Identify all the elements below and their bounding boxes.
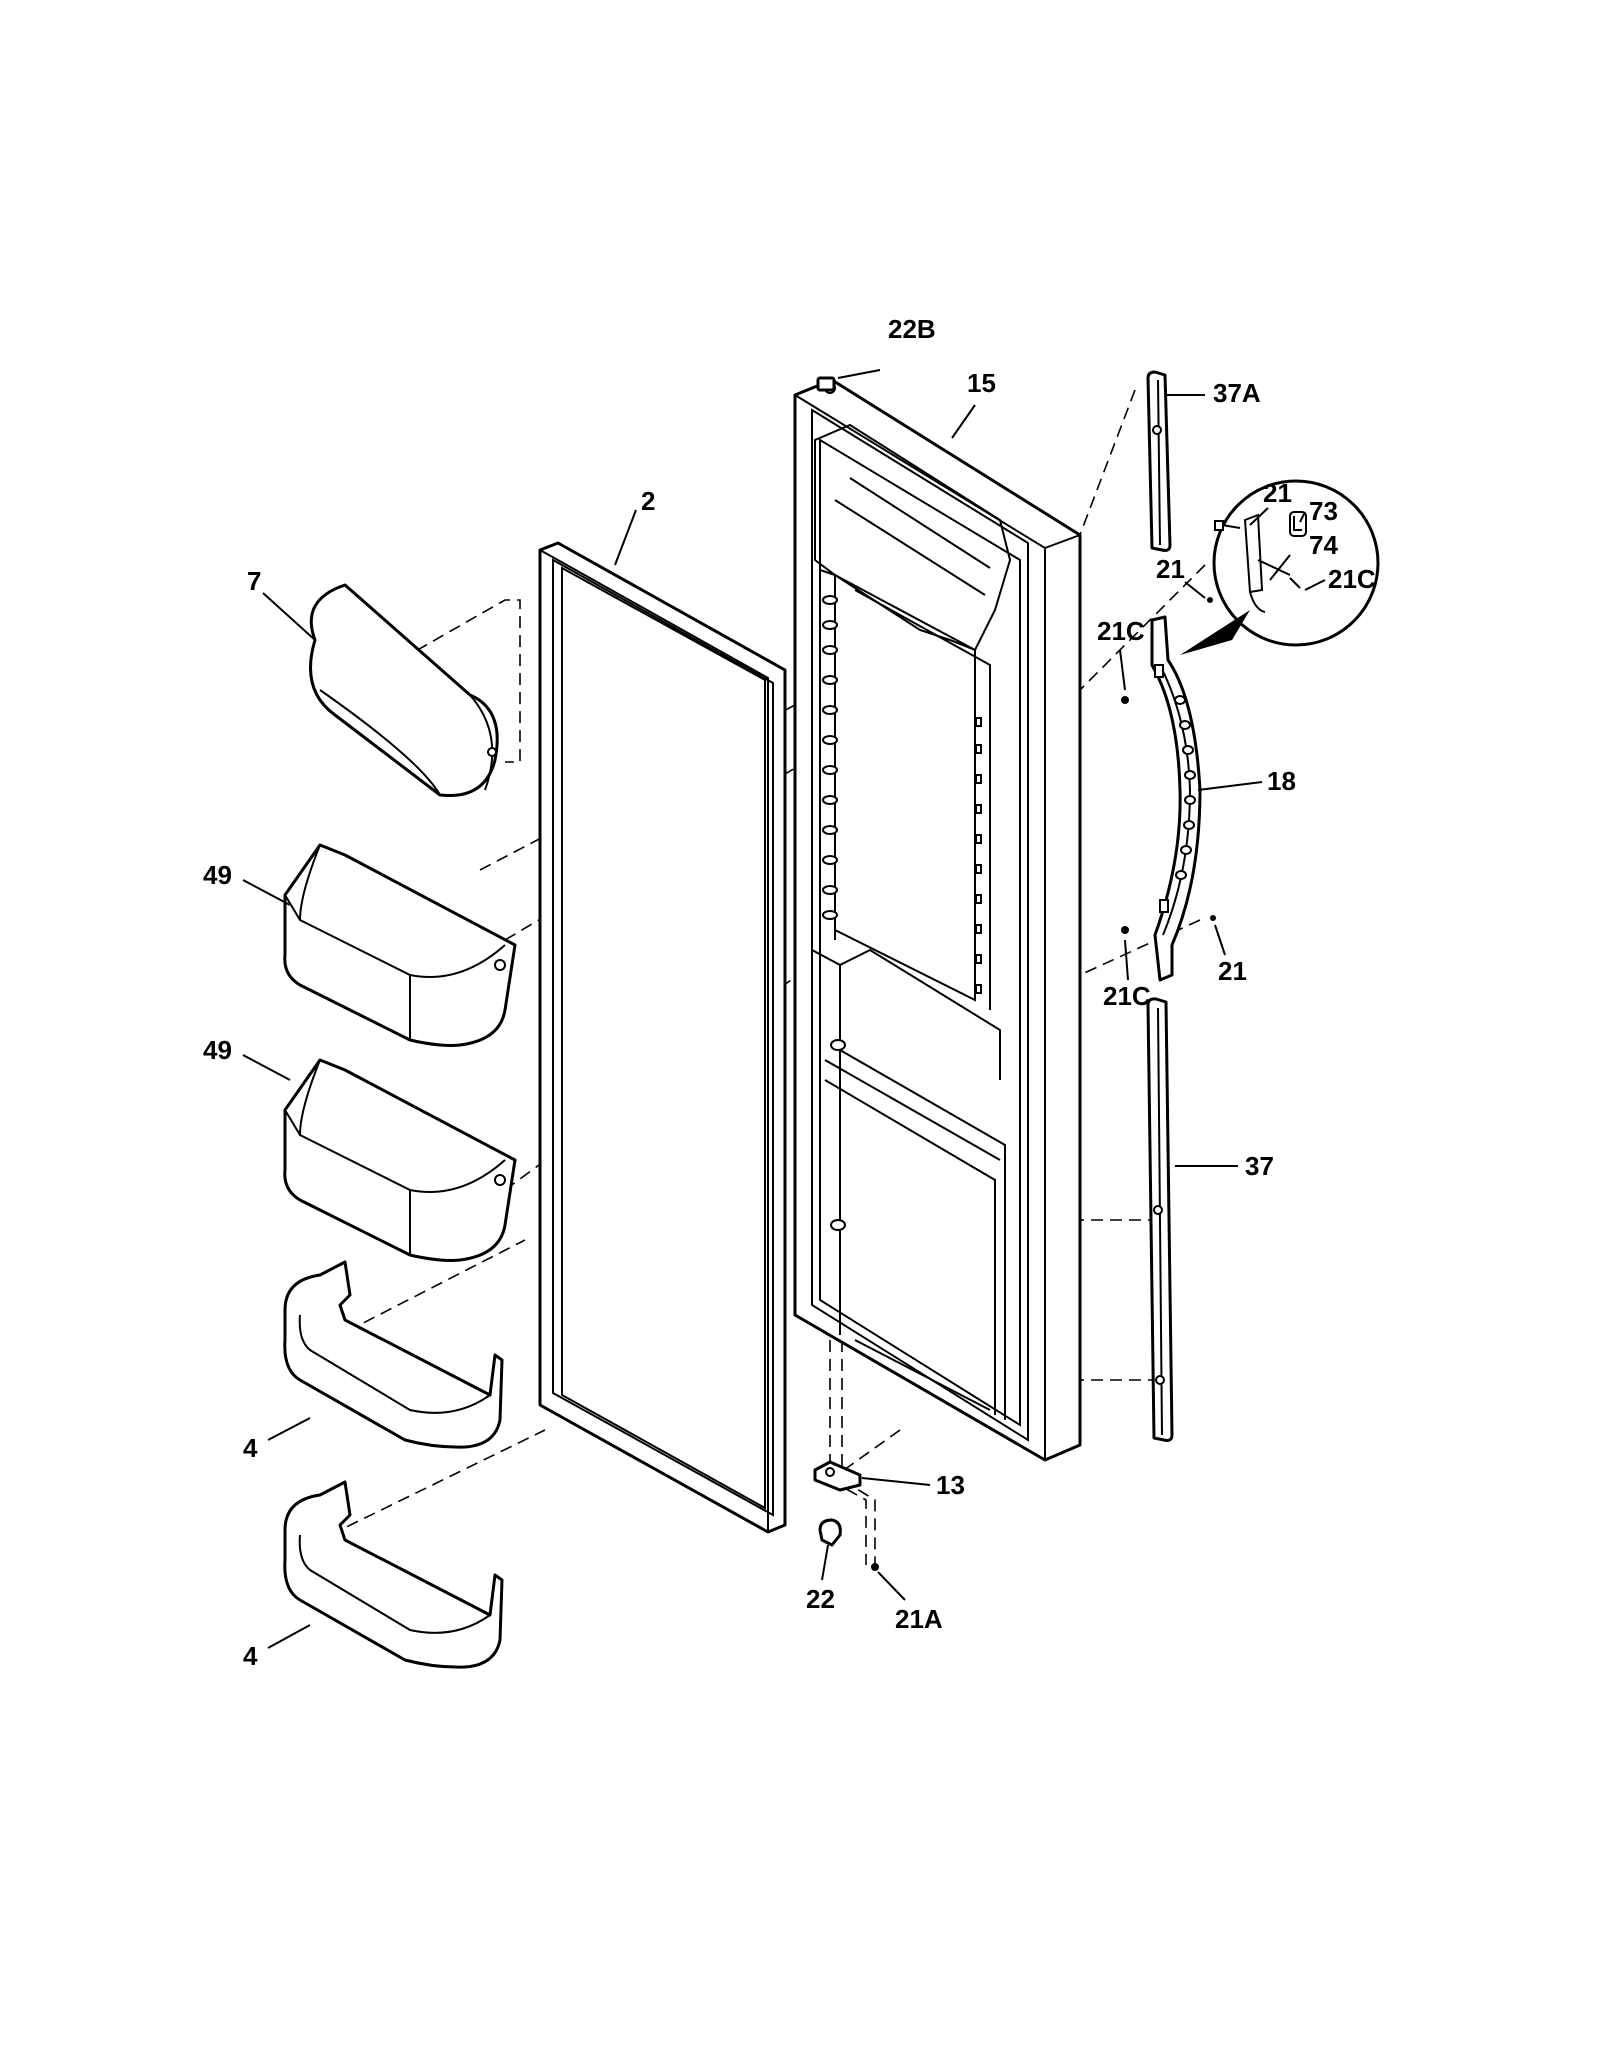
handle-trim-upper [1146, 370, 1172, 552]
screw-21c-upper [1121, 696, 1129, 704]
label-74: 74 [1309, 530, 1338, 560]
label-15: 15 [967, 368, 996, 398]
callout-labels: 22B 15 37A 2 7 21 73 74 21C 21 21C 18 49… [203, 314, 1376, 1671]
door-bin-lower [283, 1058, 517, 1262]
label-21a: 21A [895, 1604, 943, 1634]
label-13: 13 [936, 1470, 965, 1500]
shelf-dimples-left [822, 595, 838, 920]
label-49-lower: 49 [203, 1035, 232, 1065]
leader-lines [242, 369, 1326, 1649]
label-21-inset: 21 [1263, 478, 1292, 508]
label-21c-inset: 21C [1328, 564, 1376, 594]
label-37: 37 [1245, 1151, 1274, 1181]
label-21-lower: 21 [1218, 956, 1247, 986]
label-4-upper: 4 [243, 1433, 258, 1463]
dairy-door [309, 583, 499, 798]
label-21-upper: 21 [1156, 554, 1185, 584]
top-hinge-pin [816, 376, 836, 392]
label-21c-lower: 21C [1103, 981, 1151, 1011]
door-outer-panel [793, 378, 1082, 1462]
door-shelf-lower [283, 1480, 504, 1669]
screw-21a [871, 1563, 879, 1571]
door-bin-upper [283, 843, 517, 1047]
door-handle [1150, 615, 1202, 982]
screw-21c-lower [1121, 926, 1129, 934]
shelf-dimples-right [975, 717, 982, 994]
screw-21-upper [1207, 597, 1213, 603]
label-49-upper: 49 [203, 860, 232, 890]
door-shelf-upper [283, 1260, 504, 1449]
label-22b: 22B [888, 314, 936, 344]
label-21c-upper: 21C [1097, 616, 1145, 646]
detail-inset [1180, 479, 1380, 655]
label-7: 7 [247, 566, 261, 596]
hardware-screws [813, 376, 1216, 1571]
label-18: 18 [1267, 766, 1296, 796]
label-2: 2 [641, 486, 655, 516]
handle-dimples [1174, 695, 1196, 880]
label-4-lower: 4 [243, 1641, 258, 1671]
bottom-hinge [813, 1460, 862, 1492]
door-gasket [538, 541, 787, 1534]
label-37a: 37A [1213, 378, 1261, 408]
hinge-bushing [818, 1518, 842, 1547]
handle-trim-lower [1146, 997, 1174, 1442]
screw-21-lower [1210, 915, 1216, 921]
label-22: 22 [806, 1584, 835, 1614]
label-73: 73 [1309, 496, 1338, 526]
